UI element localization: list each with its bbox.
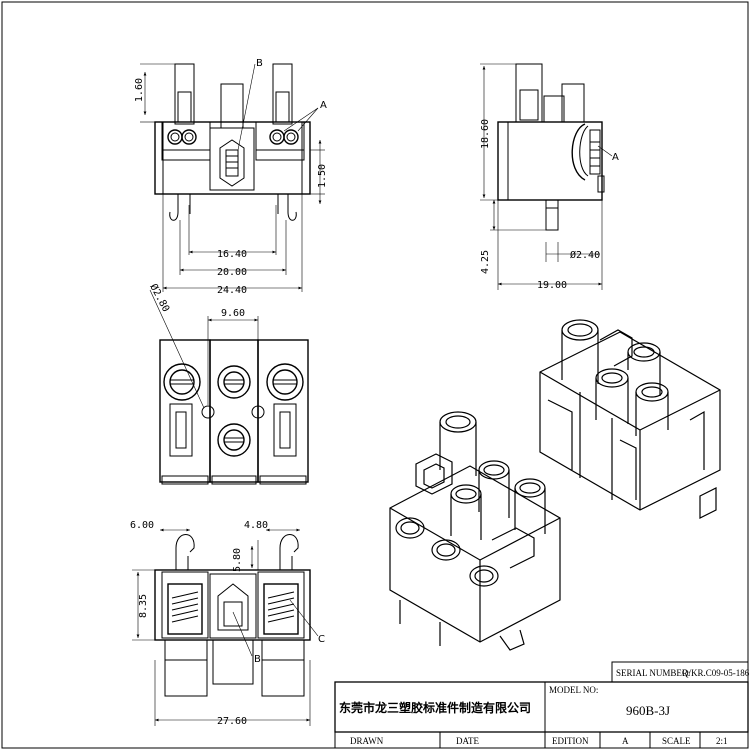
dim-8-35: 8.35 [138,594,149,618]
date-label: DATE [456,736,479,746]
top-view [159,339,309,485]
edition-label: EDITION [552,736,589,746]
isometric-view-rear [539,319,721,519]
title-block [334,661,749,749]
model-number-value: 960B-3J [626,703,670,718]
callout-b-bottom: B [254,654,261,665]
scale-label: SCALE [662,736,691,746]
dim-19-00: 19.00 [537,280,567,291]
front-view-dims [140,63,325,292]
serial-number-value: Q/KR.C09-05-186 [682,668,750,678]
scale-value: 2:1 [716,736,728,746]
serial-number-label: SERIAL NUMBER: [616,668,690,678]
edition-value: A [622,736,629,746]
dim-16-40: 16.40 [217,249,247,260]
callout-a-front: A [320,100,327,111]
dim-18-60: 18.60 [480,119,491,149]
side-view [497,63,605,231]
dim-dia-2-40: Ø2.40 [570,249,600,261]
callout-c-bottom: C [318,634,325,645]
dim-27-60: 27.60 [217,716,247,727]
dim-4-80: 4.80 [244,520,268,531]
callout-a-side: A [612,152,619,163]
top-view-dims [149,289,259,409]
bottom-view [154,534,311,697]
dim-5-80: 5.80 [232,548,243,572]
model-number-label: MODEL NO: [549,685,598,695]
dim-24-40: 24.40 [217,285,247,296]
dim-1-50: 1.50 [317,164,328,188]
company-name: 东莞市龙三塑胶标准件制造有限公司 [339,700,531,715]
front-view [154,63,311,221]
dim-1-60: 1.60 [134,78,145,102]
dim-9-60: 9.60 [221,308,245,319]
dim-20-00: 20.00 [217,267,247,278]
callout-b-front: B [256,58,263,69]
drawn-label: DRAWN [350,736,384,746]
side-view-dims [480,63,613,290]
isometric-view-front [389,411,561,651]
dim-dia-2-80: Ø2.80 [147,282,172,314]
dim-4-25: 4.25 [480,250,491,274]
bottom-view-dims [132,528,319,726]
dim-6-00: 6.00 [130,520,154,531]
